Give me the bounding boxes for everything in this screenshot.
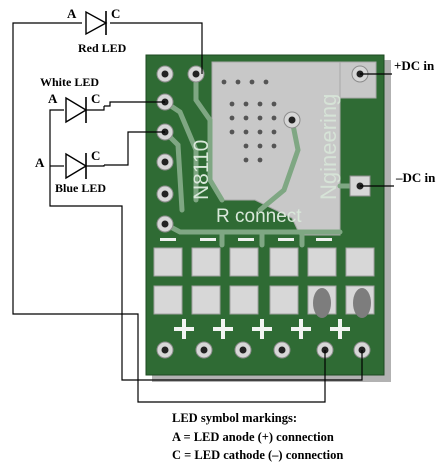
bottom-pads	[156, 341, 371, 359]
red-led-label: Red LED	[78, 41, 127, 55]
wires	[12, 22, 394, 403]
white-led-cathode-letter: C	[91, 91, 100, 106]
blue-led-symbol	[65, 152, 105, 180]
legend: LED symbol markings: A = LED anode (+) c…	[172, 411, 343, 462]
board-model-text: N8110	[190, 140, 213, 200]
red-led-anode-letter: A	[67, 6, 77, 21]
plus-markings	[174, 319, 350, 339]
resistor-pads	[153, 247, 375, 315]
blue-led-cathode-letter: C	[91, 148, 100, 163]
white-led-symbol	[65, 96, 105, 124]
legend-anode-line: A = LED anode (+) connection	[172, 430, 334, 444]
board-brand-text: Ngineering	[316, 94, 341, 200]
blue-led-anode-letter: A	[35, 155, 45, 170]
solder-jumpers	[313, 288, 371, 318]
pad-bars	[160, 238, 332, 241]
via-grid	[221, 79, 277, 163]
dc-pos-label: +DC in	[394, 58, 435, 73]
dc-neg-label: –DC in	[395, 170, 436, 185]
legend-title: LED symbol markings:	[172, 411, 297, 425]
pcb-board: N8110 Ngineering R connect	[145, 54, 391, 382]
legend-cathode-line: C = LED cathode (–) connection	[172, 448, 343, 462]
blue-led-label: Blue LED	[55, 181, 106, 195]
white-led-label: White LED	[40, 75, 99, 89]
resistor-connect-text: R connect	[216, 206, 302, 227]
red-led-symbol	[85, 10, 108, 36]
red-led-cathode-letter: C	[111, 6, 120, 21]
white-led-anode-letter: A	[48, 91, 58, 106]
